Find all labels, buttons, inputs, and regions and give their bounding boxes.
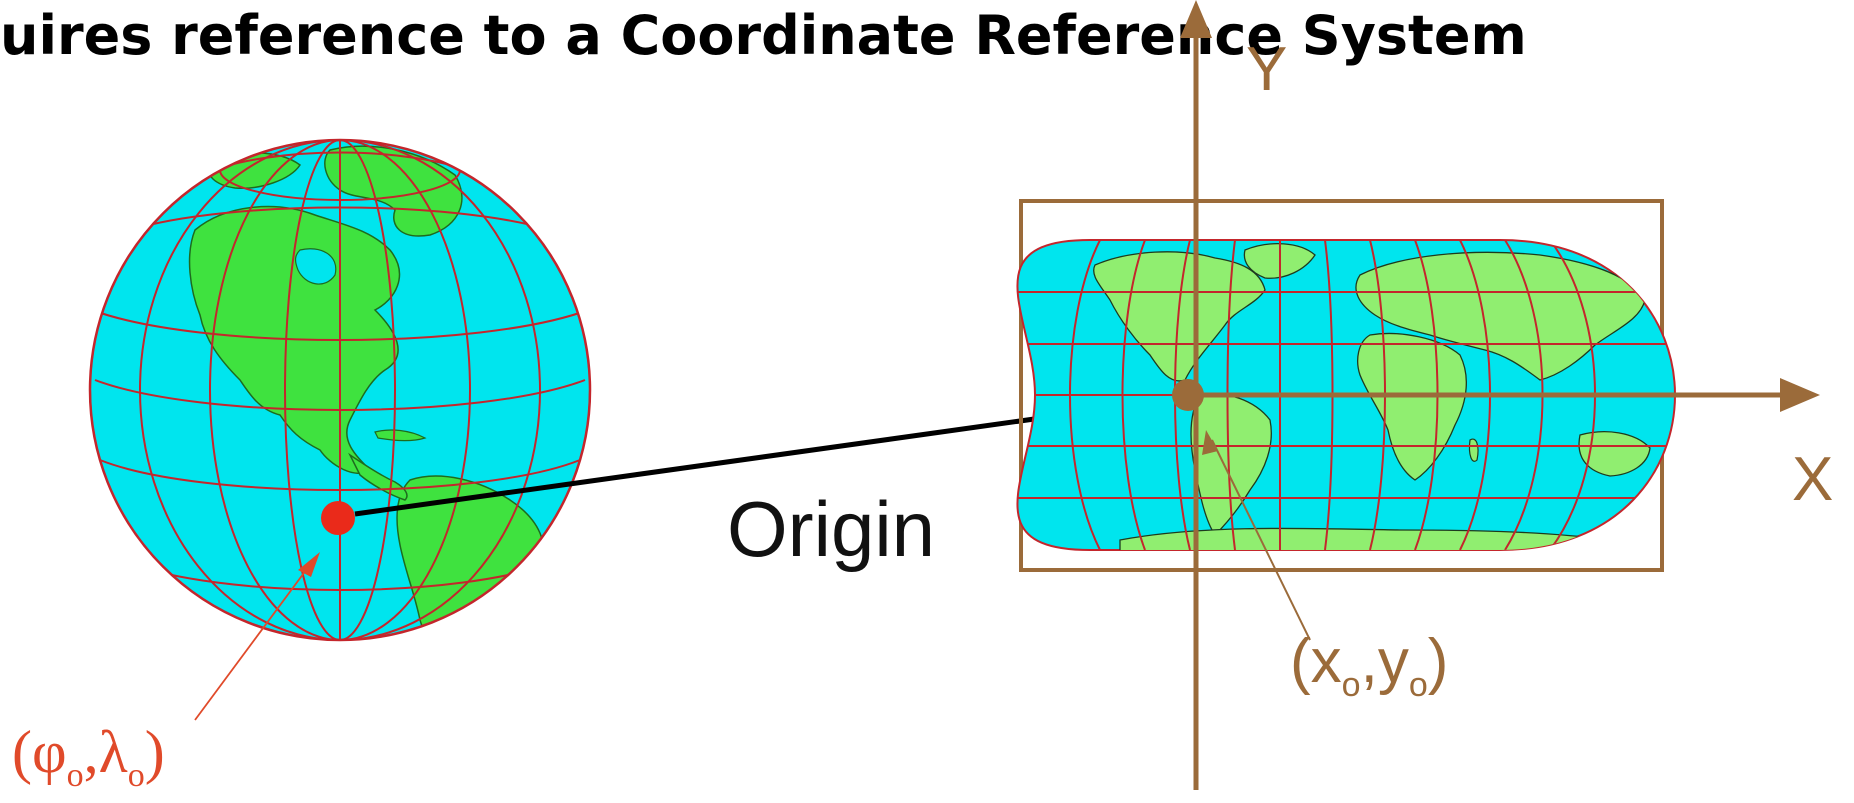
- globe-label-sub-2: o: [128, 757, 145, 794]
- map-label-sub-1: o: [1342, 666, 1361, 704]
- map-land-australia: [1578, 431, 1651, 477]
- map-origin-dot: [1172, 379, 1204, 411]
- map-origin-leader: [1211, 439, 1311, 641]
- map-land-north-america: [1093, 251, 1266, 382]
- map-x-axis-arrowhead: [1780, 378, 1820, 412]
- map-label-paren-close: ): [1428, 627, 1449, 696]
- globe: (φo,λo): [12, 138, 592, 794]
- globe-label-paren-open: (: [12, 719, 32, 785]
- map-label-x: x: [1311, 627, 1342, 696]
- globe-label-comma: ,: [84, 719, 99, 785]
- map-label-y: y: [1378, 627, 1409, 696]
- globe-origin-label: (φo,λo): [12, 719, 165, 794]
- flat-map: X Y (xo,yo): [1016, 0, 1833, 790]
- globe-label-paren-close: ): [145, 719, 165, 785]
- globe-hudson-bay: [294, 248, 337, 285]
- globe-label-lambda: λ: [99, 719, 128, 785]
- map-x-axis-label: X: [1792, 445, 1833, 514]
- slide-title: uires reference to a Coordinate Referenc…: [0, 4, 1527, 67]
- map-label-sub-2: o: [1409, 666, 1428, 704]
- map-y-axis-label: Y: [1246, 35, 1287, 104]
- globe-land-cuba: [374, 429, 427, 442]
- map-land-madagascar: [1468, 438, 1479, 462]
- map-origin-label: (xo,yo): [1290, 627, 1448, 704]
- map-y-axis-arrowhead: [1180, 0, 1212, 38]
- globe-outline: [88, 138, 592, 642]
- map-label-paren-open: (: [1290, 627, 1311, 696]
- globe-origin-leader: [194, 557, 316, 721]
- globe-label-sub-1: o: [67, 757, 84, 794]
- map-origin-leader-arrowhead: [1202, 430, 1218, 455]
- map-label-comma: ,: [1361, 627, 1378, 696]
- globe-graticule: [90, 140, 590, 640]
- origin-label: Origin: [727, 485, 935, 573]
- globe-origin-leader-arrowhead: [298, 552, 320, 577]
- globe-label-phi: φ: [32, 719, 67, 785]
- globe-origin-dot: [321, 501, 355, 535]
